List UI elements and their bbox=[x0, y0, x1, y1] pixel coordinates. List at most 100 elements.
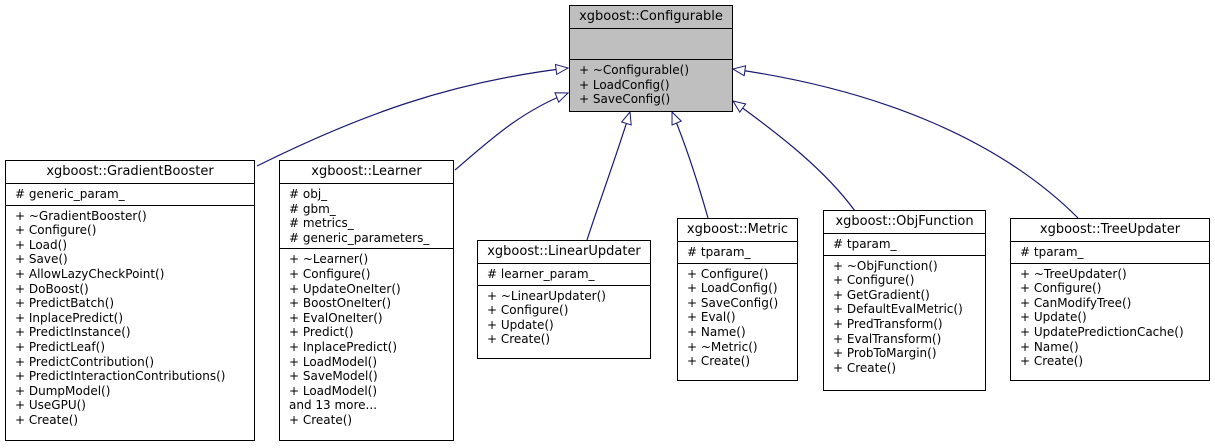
class-tree-updater[interactable]: xgboost::TreeUpdater# tparam_+ ~TreeUpda… bbox=[1010, 218, 1210, 381]
method-item: + SaveModel() bbox=[289, 369, 378, 384]
method-item: + DefaultEvalMetric() bbox=[833, 302, 963, 317]
attributes-section bbox=[570, 29, 732, 60]
method-item: + DoBoost() bbox=[15, 281, 89, 296]
attribute-item: # tparam_ bbox=[687, 245, 751, 259]
method-item: + EvalTransform() bbox=[833, 331, 942, 346]
method-item: + CanModifyTree() bbox=[1020, 295, 1132, 310]
attribute-item: # generic_param_ bbox=[15, 187, 125, 201]
class-metric[interactable]: xgboost::Metric# tparam_+ Configure()+ L… bbox=[677, 218, 798, 381]
attribute-item: # tparam_ bbox=[1020, 245, 1084, 259]
class-name: xgboost::Learner bbox=[280, 161, 453, 184]
method-item: + ~Configurable() bbox=[579, 63, 690, 77]
method-item: + DumpModel() bbox=[15, 383, 111, 398]
method-item: + UpdateOneIter() bbox=[289, 281, 401, 296]
attribute-item: # learner_param_ bbox=[487, 267, 595, 281]
method-item: + Eval() bbox=[687, 310, 736, 325]
methods-section: + ~GradientBooster()+ Configure()+ Load(… bbox=[6, 206, 254, 431]
method-item: + PredictBatch() bbox=[15, 296, 115, 311]
class-name: xgboost::Metric bbox=[678, 219, 797, 242]
method-item: + PredictInteractionContributions() bbox=[15, 369, 226, 384]
class-linear-updater[interactable]: xgboost::LinearUpdater# learner_param_+ … bbox=[477, 240, 651, 359]
methods-section: + ~TreeUpdater()+ Configure()+ CanModify… bbox=[1011, 264, 1209, 372]
methods-section: + Configure()+ LoadConfig()+ SaveConfig(… bbox=[678, 264, 797, 372]
method-item: + PredictLeaf() bbox=[15, 339, 105, 354]
method-item: + PredictInstance() bbox=[15, 325, 131, 340]
edge-metric-configurable bbox=[671, 112, 709, 219]
edge-treeupdater-configurable bbox=[733, 69, 1079, 219]
methods-section: + ~Learner()+ Configure()+ UpdateOneIter… bbox=[280, 249, 453, 430]
method-item: + ~ObjFunction() bbox=[833, 258, 938, 273]
method-item: + LoadConfig() bbox=[579, 77, 670, 92]
attributes-section: # tparam_ bbox=[1011, 242, 1209, 264]
method-item: + LoadConfig() bbox=[687, 281, 778, 296]
method-item: + Name() bbox=[687, 324, 746, 339]
method-item: + PredTransform() bbox=[833, 316, 943, 331]
class-obj-function[interactable]: xgboost::ObjFunction# tparam_+ ~ObjFunct… bbox=[823, 210, 986, 391]
attribute-item: # obj_ bbox=[289, 187, 328, 201]
method-item: + ProbToMargin() bbox=[833, 346, 937, 361]
methods-section: + ~ObjFunction()+ Configure()+ GetGradie… bbox=[824, 256, 985, 379]
attribute-item: # gbm_ bbox=[289, 201, 336, 216]
method-item: + Update() bbox=[1020, 310, 1087, 325]
method-item: + Create() bbox=[687, 354, 751, 369]
method-item: + Configure() bbox=[1020, 281, 1102, 296]
method-item: + ~TreeUpdater() bbox=[1020, 266, 1127, 281]
method-item: + Configure() bbox=[289, 266, 371, 281]
method-item: + Load() bbox=[15, 237, 68, 252]
method-item: + UpdatePredictionCache() bbox=[1020, 324, 1184, 339]
class-learner[interactable]: xgboost::Learner# obj_# gbm_# metrics_# … bbox=[279, 160, 454, 441]
method-item: + GetGradient() bbox=[833, 287, 930, 302]
edge-linearupdater-configurable bbox=[586, 112, 630, 241]
method-item: + InplacePredict() bbox=[15, 310, 123, 325]
attributes-section: # tparam_ bbox=[678, 242, 797, 264]
class-name: xgboost::LinearUpdater bbox=[478, 241, 650, 264]
method-item: + ~LinearUpdater() bbox=[487, 288, 606, 303]
class-name: xgboost::ObjFunction bbox=[824, 211, 985, 234]
method-item: + Save() bbox=[15, 252, 68, 267]
method-item: + AllowLazyCheckPoint() bbox=[15, 266, 165, 281]
method-item: + InplacePredict() bbox=[289, 339, 397, 354]
method-item: + Name() bbox=[1020, 339, 1079, 354]
class-configurable[interactable]: xgboost::Configurable+ ~Configurable()+ … bbox=[569, 5, 733, 112]
method-item: + PredictContribution() bbox=[15, 354, 155, 369]
edge-gradientbooster-configurable bbox=[256, 68, 568, 167]
method-item: + ~Learner() bbox=[289, 252, 369, 267]
method-item: + Create() bbox=[15, 412, 79, 427]
method-item: + LoadModel() bbox=[289, 354, 378, 369]
attributes-section: # learner_param_ bbox=[478, 264, 650, 286]
methods-section: + ~LinearUpdater()+ Configure()+ Update(… bbox=[478, 286, 650, 350]
class-gradient-booster[interactable]: xgboost::GradientBooster# generic_param_… bbox=[5, 160, 255, 441]
method-item: + BoostOneIter() bbox=[289, 296, 392, 311]
method-item: + LoadModel() bbox=[289, 383, 378, 398]
method-item: + Configure() bbox=[487, 303, 569, 318]
method-item: + Update() bbox=[487, 317, 554, 332]
method-item: + Create() bbox=[487, 332, 551, 347]
method-item: + Create() bbox=[1020, 354, 1084, 369]
method-item: + Create() bbox=[833, 360, 897, 375]
attributes-section: # generic_param_ bbox=[6, 184, 254, 206]
method-item: + Predict() bbox=[289, 325, 354, 340]
method-item: + EvalOneIter() bbox=[289, 310, 383, 325]
edge-learner-configurable bbox=[454, 93, 568, 171]
class-name: xgboost::Configurable bbox=[570, 6, 732, 29]
attribute-item: # metrics_ bbox=[289, 216, 354, 231]
method-item: + ~Metric() bbox=[687, 339, 758, 354]
method-item: + Configure() bbox=[15, 223, 97, 238]
class-name: xgboost::TreeUpdater bbox=[1011, 219, 1209, 242]
method-item: + SaveConfig() bbox=[687, 295, 779, 310]
method-item: + ~GradientBooster() bbox=[15, 208, 147, 223]
attributes-section: # obj_# gbm_# metrics_# generic_paramete… bbox=[280, 184, 453, 250]
attribute-item: # tparam_ bbox=[833, 237, 897, 251]
method-item: + Create() bbox=[289, 412, 353, 427]
method-item: + Configure() bbox=[687, 266, 769, 281]
method-item: + Configure() bbox=[833, 273, 915, 288]
method-item: + SaveConfig() bbox=[579, 92, 671, 107]
methods-section: + ~Configurable()+ LoadConfig()+ SaveCon… bbox=[570, 60, 732, 110]
attributes-section: # tparam_ bbox=[824, 234, 985, 256]
method-item: and 13 more... bbox=[289, 398, 378, 413]
method-item: + UseGPU() bbox=[15, 398, 86, 413]
edge-objfunction-configurable bbox=[733, 101, 856, 212]
class-name: xgboost::GradientBooster bbox=[6, 161, 254, 184]
attribute-item: # generic_parameters_ bbox=[289, 230, 430, 245]
